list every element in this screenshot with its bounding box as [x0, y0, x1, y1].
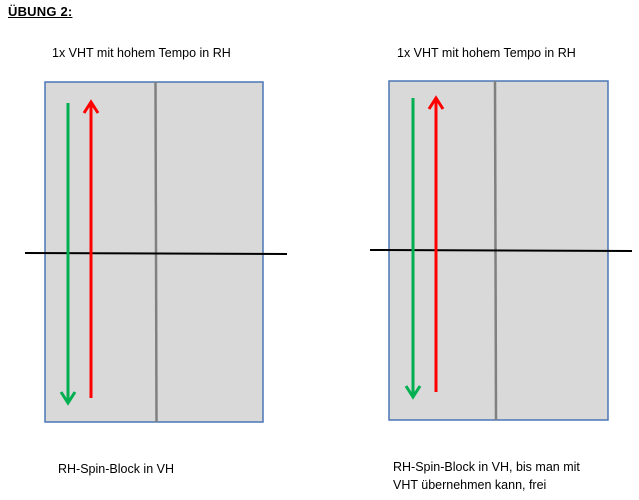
panel-right — [369, 80, 633, 421]
panel-right-green-arrowhead — [404, 385, 422, 400]
panel-left-note-line-1: RH-Spin-Block in VH — [58, 462, 175, 476]
panel-right-title: 1x VHT mit hohem Tempo in RH — [397, 46, 576, 60]
exercise-heading: ÜBUNG 2: — [8, 4, 73, 19]
panel-left-field — [44, 81, 264, 423]
panel-left-green-arrowhead — [59, 391, 77, 406]
panel-left-note: RH-Spin-Block in VH — [58, 460, 174, 478]
panel-right-horizontal-line — [369, 249, 633, 252]
panel-right-red-arrowhead — [427, 95, 445, 110]
panel-right-note-line-1: RH-Spin-Block in VH, bis man mit — [393, 460, 580, 474]
panel-right-note-line-2: VHT übernehmen kann, frei — [393, 478, 547, 492]
panel-left-horizontal-line — [24, 252, 288, 255]
panel-left-red-arrowhead — [82, 99, 100, 114]
panel-left-title: 1x VHT mit hohem Tempo in RH — [52, 46, 231, 60]
panel-left-center-line — [154, 81, 158, 423]
panel-left — [24, 81, 288, 423]
panel-right-note: RH-Spin-Block in VH, bis man mit VHT übe… — [393, 458, 580, 494]
